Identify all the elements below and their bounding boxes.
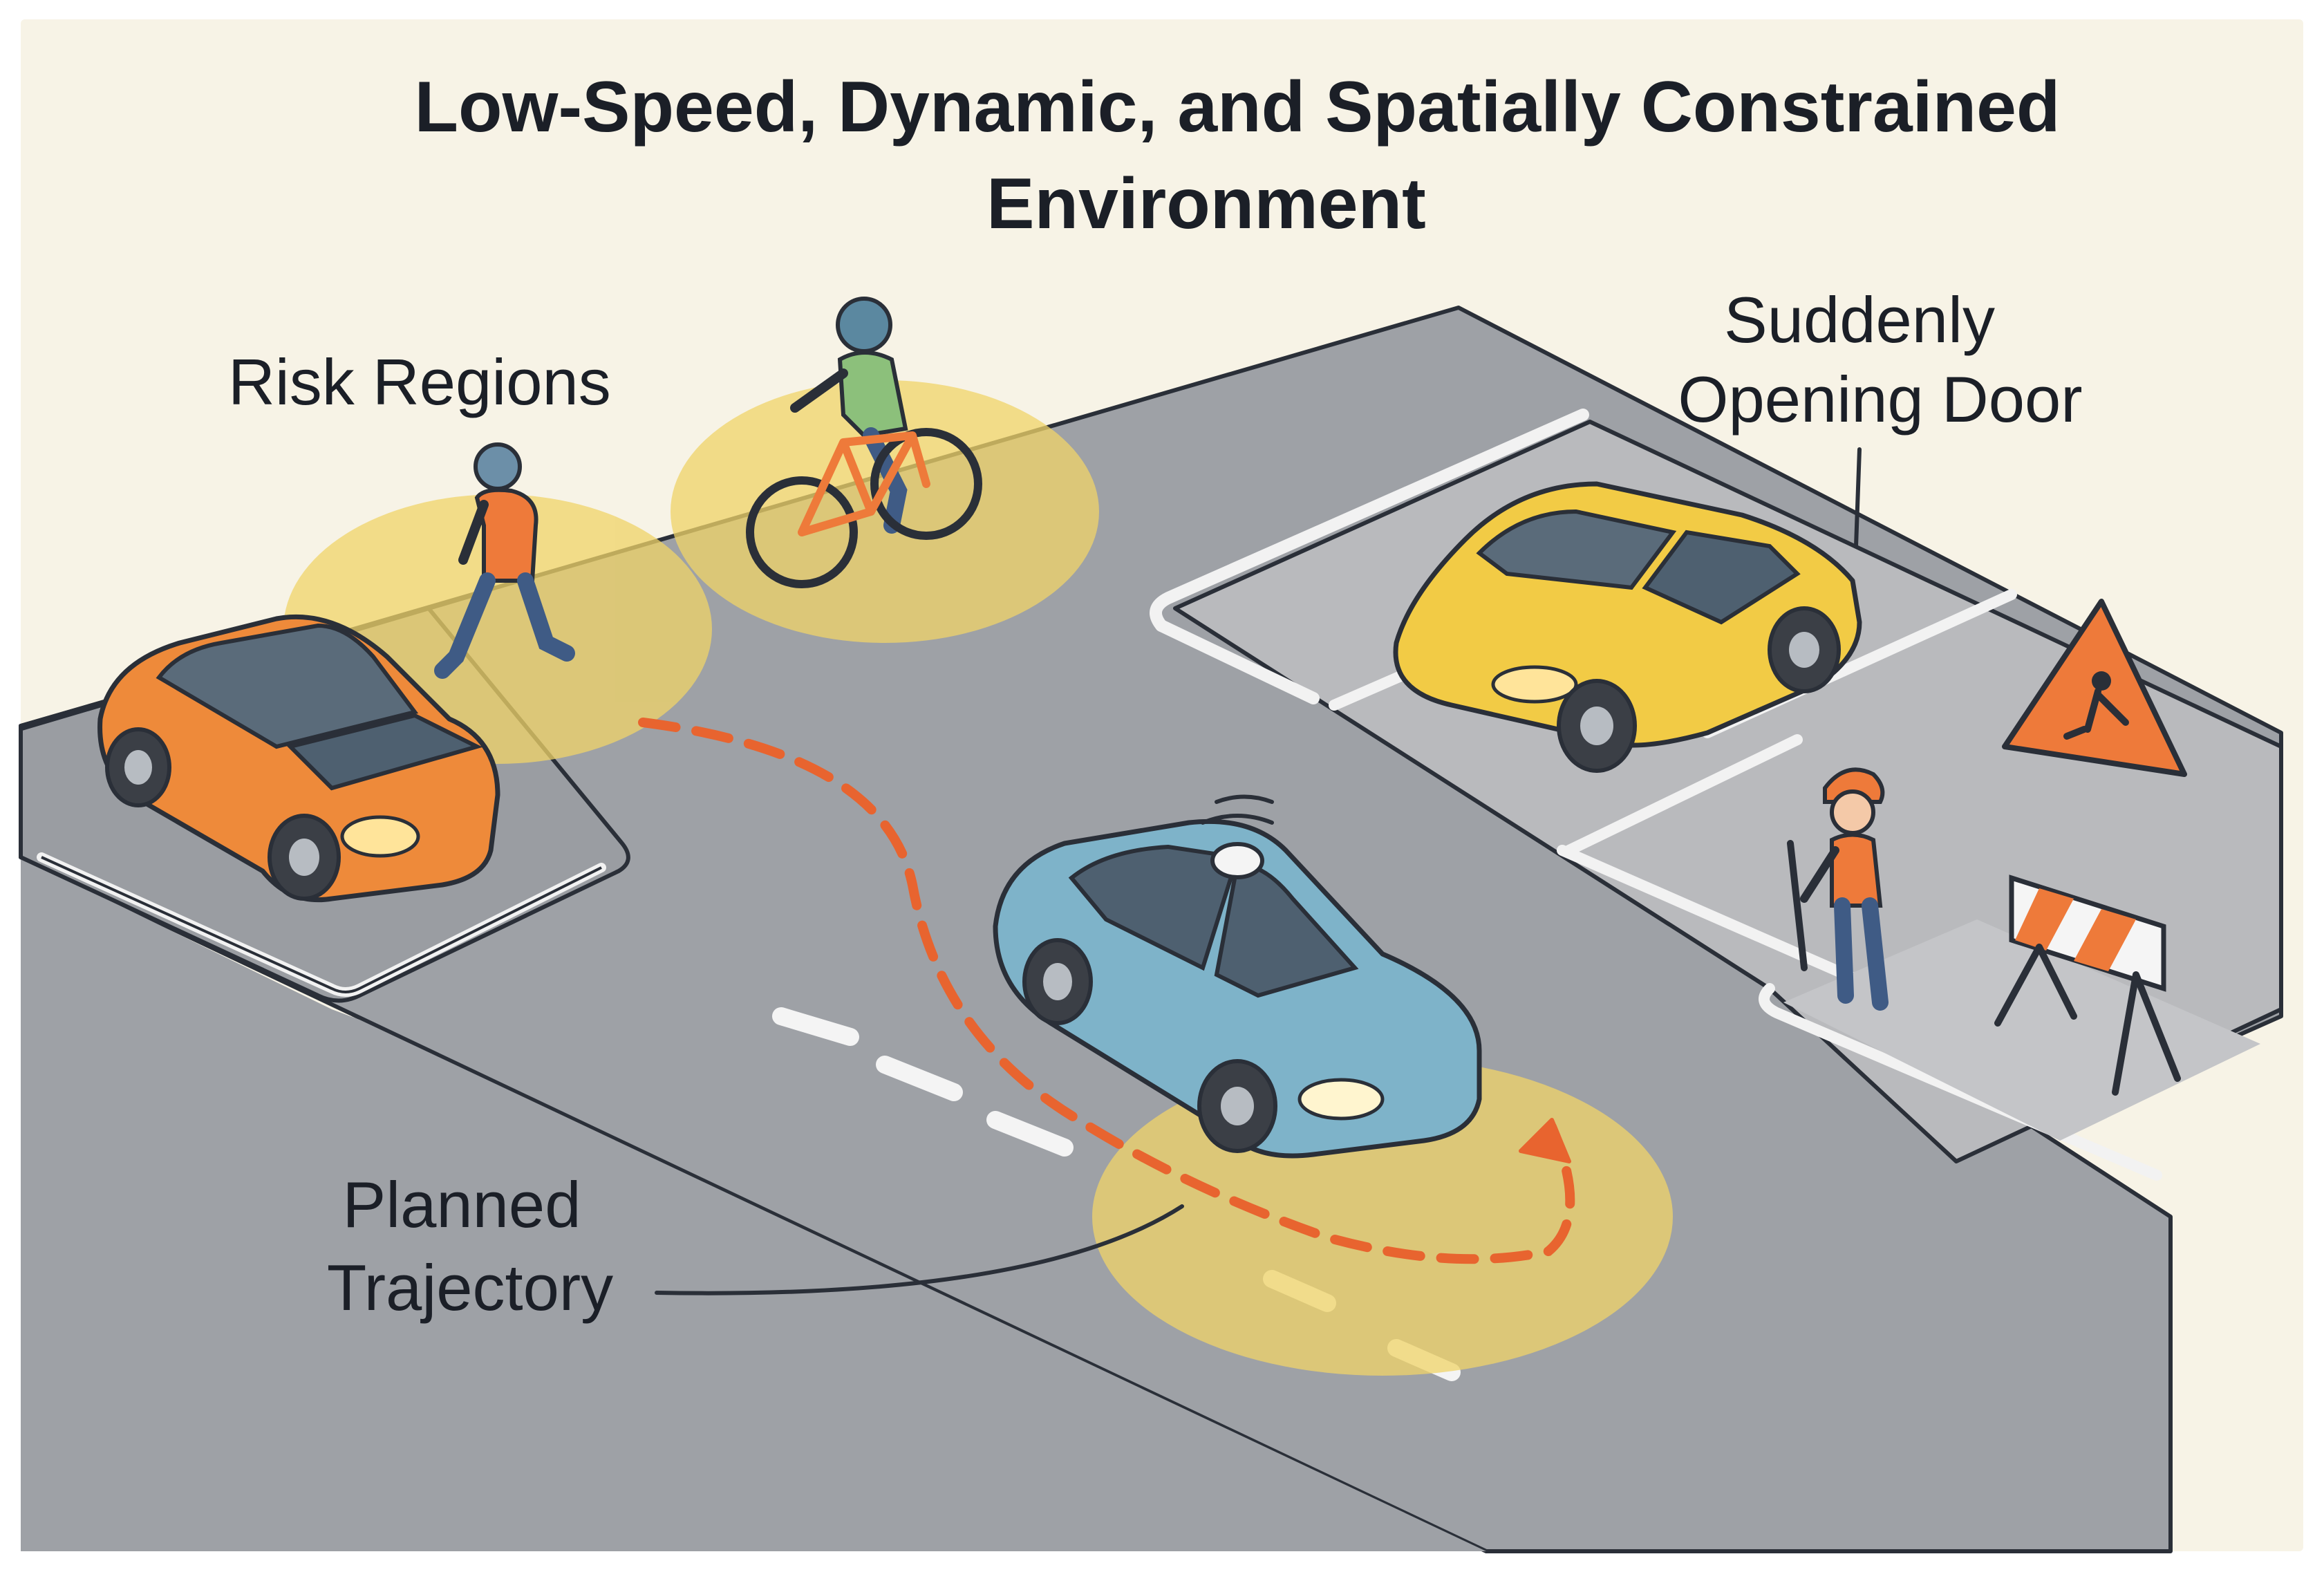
door-label-line-1: Suddenly [1724,283,1995,356]
construction-worker-icon [1787,767,1889,1011]
trajectory-arrowhead [1519,1118,1571,1163]
autonomous-car-icon [993,794,1482,1159]
road-barrier-icon [1994,874,2181,1096]
trajectory-label-line-2: Trajectory [327,1251,613,1324]
parked-car-right [1393,481,1862,773]
lidar-sensor-icon [1201,794,1274,879]
door-label-line-2: Opening Door [1678,363,2082,436]
diagram-title-line-1: Low-Speed, Dynamic, and Spatially Constr… [415,67,2061,147]
cyclist-icon [746,297,982,588]
diagram-title-line-2: Environment [986,164,1426,244]
risk-regions-label: Risk Regions [228,346,611,418]
pedestrian-icon [434,442,575,679]
road-work-warning-sign-icon [2002,599,2187,777]
planned-trajectory-path [638,718,1575,1264]
parked-car-left [97,614,500,903]
trajectory-leader-line [655,1204,1184,1295]
door-leader-line [1854,447,1862,548]
trajectory-label-line-1: Planned [343,1168,581,1241]
